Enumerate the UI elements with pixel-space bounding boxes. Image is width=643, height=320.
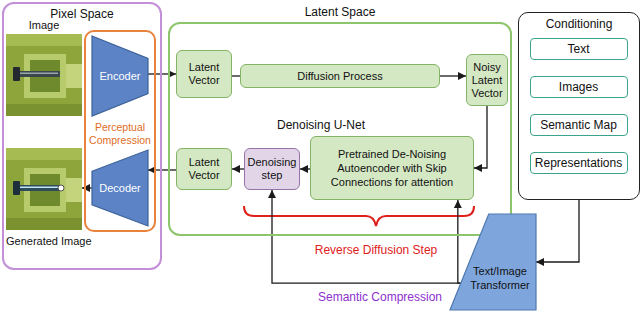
encoder-trapezoid: Encoder [92, 36, 148, 116]
node-label: Pixel Space [4, 7, 160, 21]
node-label: Encoder [100, 70, 141, 82]
transformer-trapezoid: Text/Image Transformer [450, 214, 536, 310]
node-label: Images [557, 80, 600, 94]
flow-arrow [148, 73, 176, 74]
node-label: Semantic Map [538, 118, 619, 132]
node-label: Perceptual Compression [87, 121, 153, 147]
node-label: Latent Vector [177, 156, 231, 182]
node-label: Denoising step [245, 156, 299, 182]
generated-photo [6, 148, 82, 230]
flow-arrow [458, 200, 461, 283]
reverse-step-bracket [244, 206, 474, 226]
flow-arrow [300, 168, 310, 169]
noisy-latent-box: Noisy Latent Vector [466, 54, 508, 106]
decoder-trapezoid-fill [92, 150, 148, 226]
denoising-step-box: Denoising step [244, 148, 300, 190]
perceptual-compression-region: Perceptual Compression EncoderDecoder [84, 30, 156, 232]
latent-vector-box: Latent Vector [176, 50, 232, 98]
node-label: Text/Image Transformer [466, 264, 534, 292]
node-heading: Denoising U-Net [277, 118, 365, 132]
node-label: Representations [533, 156, 624, 170]
flow-arrow [474, 106, 487, 168]
compression-label: Semantic Compression [280, 290, 480, 304]
step-label: Reverse Diffusion Step [276, 243, 476, 257]
pixel-space-region: Pixel SpaceImagePerceptual Compression En… [2, 2, 162, 270]
flow-arrow [148, 169, 176, 170]
decoder-trapezoid: Decoder [92, 150, 148, 226]
node-label: Image [6, 18, 82, 32]
unet-box: Denoising U-NetPretrained De-Noising Aut… [310, 136, 474, 200]
node-label: Decoder [99, 182, 141, 194]
diffusion-process-box: Diffusion Process [240, 64, 440, 88]
transformer-trapezoid-fill [450, 214, 536, 310]
flow-arrow [536, 200, 579, 262]
condition-box: Representations [530, 152, 628, 174]
flow-arrow [232, 168, 244, 169]
input-image: Image [6, 18, 82, 116]
latent-space-region: Latent SpaceLatent VectorDiffusion Proce… [168, 22, 512, 236]
condition-box: Semantic Map [530, 114, 628, 136]
node-label: Text [565, 42, 591, 56]
node-label: Conditioning [519, 17, 639, 31]
flow-arrow [232, 75, 240, 76]
node-label: Pretrained De-Noising Autoencoder with S… [311, 147, 473, 189]
flow-arrow [440, 75, 466, 76]
node-label: Diffusion Process [295, 70, 384, 83]
condition-box: Text [530, 38, 628, 60]
generated-image: Generated Image [6, 148, 82, 248]
input-photo [6, 34, 82, 116]
latent-vector-box: Latent Vector [176, 148, 232, 190]
flow-arrow [272, 190, 461, 283]
encoder-trapezoid-fill [92, 36, 148, 116]
node-label: Latent Vector [177, 61, 231, 87]
conditioning-panel: ConditioningTextImagesSemantic MapRepres… [518, 12, 640, 200]
node-label: Noisy Latent Vector [467, 61, 507, 100]
transformer-trapezoid-outline [450, 214, 536, 310]
node-label: Generated Image [6, 234, 92, 248]
condition-box: Images [530, 76, 628, 98]
node-label: Latent Space [170, 5, 510, 19]
